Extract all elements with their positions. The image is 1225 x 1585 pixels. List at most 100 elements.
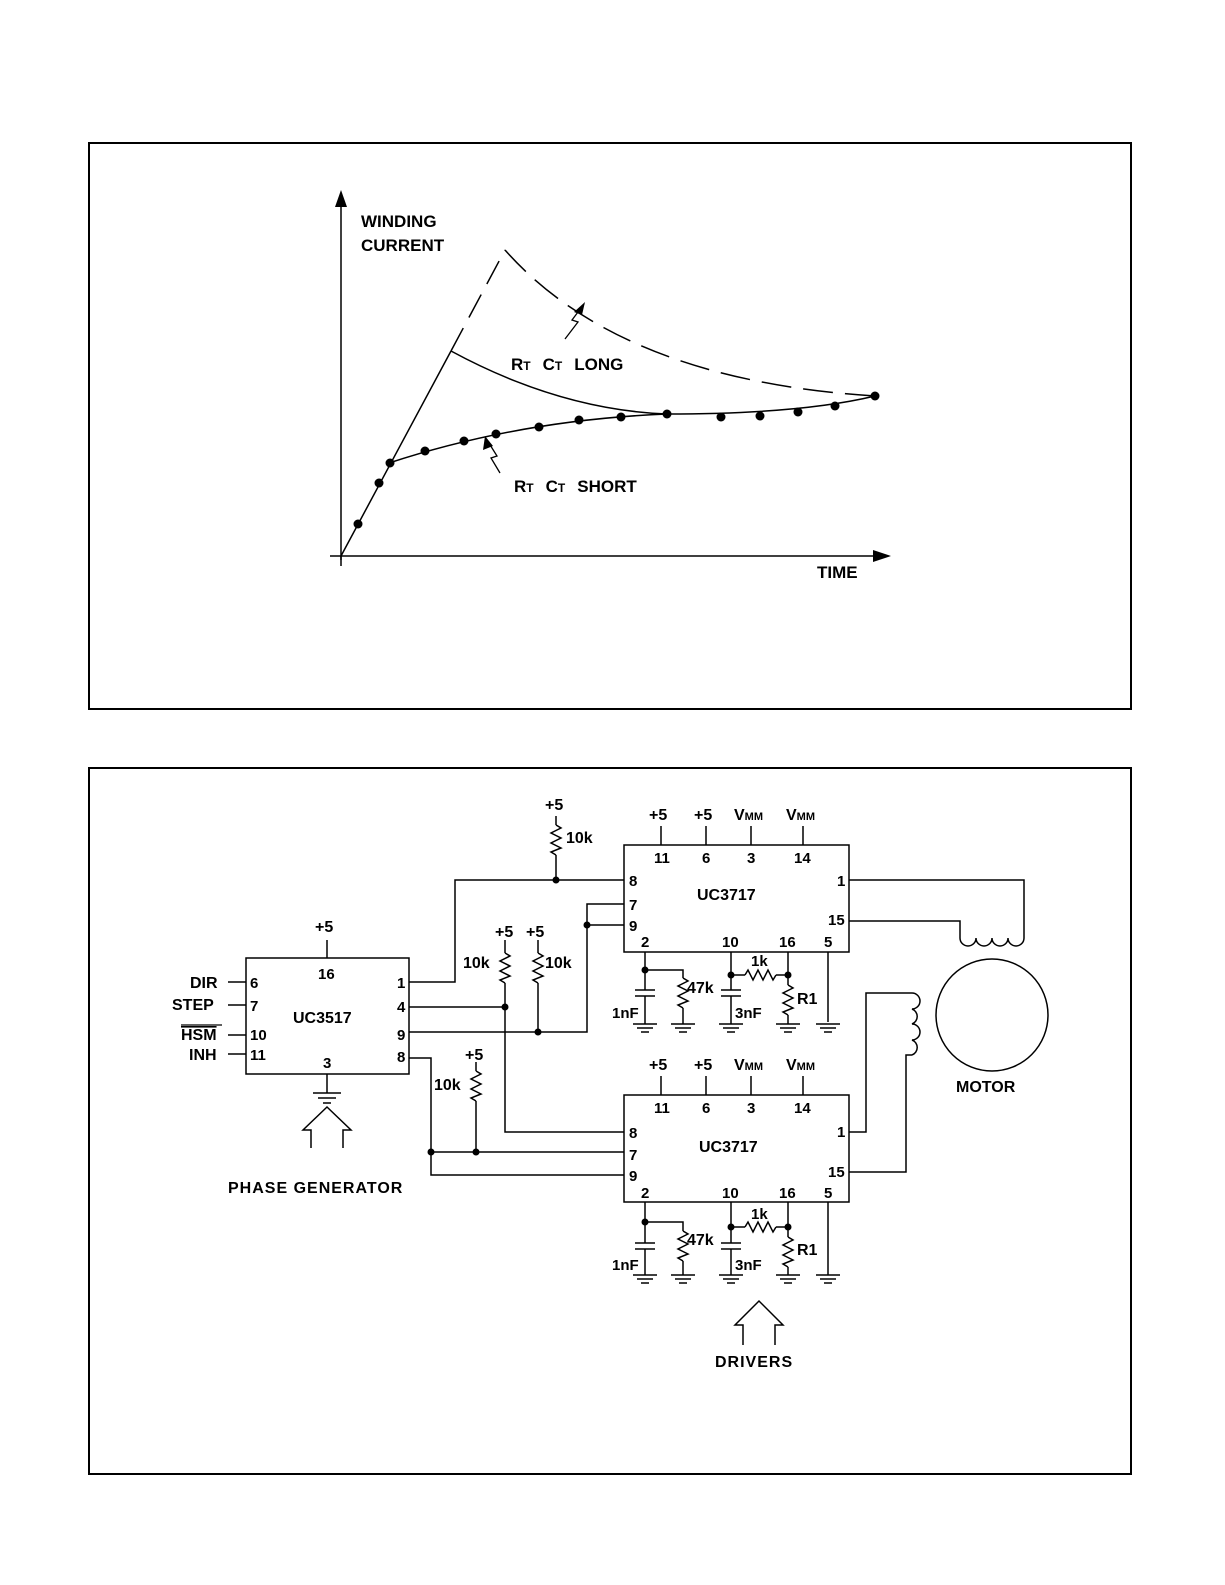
driver-bottom-c2: 3nF [735,1257,762,1274]
driver-top-supply-1: +5 [649,807,667,824]
driver-top-chip-label: UC3717 [697,887,756,904]
uc3517-pin-1: 1 [397,975,405,992]
driver-top-pin-7: 7 [629,897,637,914]
uc3517-pin-6: 6 [250,975,258,992]
short-curve-points [354,392,880,529]
driver-bottom-supply-4: VMM [786,1057,815,1074]
junction-dots [428,877,591,1156]
uc3517-pin-7: 7 [250,998,258,1015]
wiring [409,816,624,1175]
step-label: STEP [172,997,214,1014]
driver-bottom-pin-14: 14 [794,1100,811,1117]
ground-icon [313,1093,341,1103]
pullup-low-supply: +5 [465,1047,483,1064]
driver-top-grounds [633,1024,840,1032]
driver-bottom-pin-2: 2 [641,1185,649,1202]
driver-bottom-pin-5: 5 [824,1185,832,1202]
driver-top-pin-9: 9 [629,918,637,935]
driver-top-r1k: 1k [751,953,768,970]
schematic-frame [89,768,1131,1474]
driver-top-supply-2: +5 [694,807,712,824]
uc3517-pin-9: 9 [397,1027,405,1044]
driver-top-pin-16: 16 [779,934,796,951]
driver-top: UC3717 +5 +5 VMM VMM 11 6 3 14 8 7 9 1 1… [612,807,849,1032]
uc3517-pin-11: 11 [250,1047,266,1064]
graph-frame [89,143,1131,709]
driver-top-supply-3: VMM [734,807,763,824]
x-axis-label: TIME [817,563,858,582]
driver-top-pin-10: 10 [722,934,739,951]
uc3517-pin-3: 3 [323,1055,331,1072]
driver-top-pin-11: 11 [654,850,670,867]
driver-bottom-pin-6: 6 [702,1100,710,1117]
drivers-arrow-icon [735,1301,783,1345]
motor-label: MOTOR [956,1079,1016,1096]
long-decay-curve [505,250,875,396]
driver-bottom-pin-16: 16 [779,1185,796,1202]
pullup-top-value: 10k [566,830,593,847]
uc3517-pin-10: 10 [250,1027,267,1044]
dir-label: DIR [190,975,218,992]
motor-icon [936,959,1048,1071]
driver-bottom-pin-3: 3 [747,1100,755,1117]
pullup-mid-value-a: 10k [463,955,490,972]
driver-bottom: UC3717 +5 +5 VMM VMM 11 6 3 14 8 7 9 1 1… [612,1057,849,1371]
driver-top-r47k: 47k [687,980,714,997]
phase-generator-caption: PHASE GENERATOR [228,1180,403,1197]
driver-bottom-rsense: R1 [797,1242,818,1259]
pullup-mid-supply-b: +5 [526,924,544,941]
phase-generator: UC3517 +5 16 3 DIR STEP HSM INH 6 7 [172,919,409,1197]
hsm-label: HSM [181,1027,217,1044]
driver-top-pin-5: 5 [824,934,832,951]
driver-bottom-r47k: 47k [687,1232,714,1249]
short-leader-arrow-icon [483,436,500,473]
phase-generator-arrow-icon [303,1107,351,1148]
uc3517-pin-8: 8 [397,1049,405,1066]
driver-top-pin-3: 3 [747,850,755,867]
driver-top-c2: 3nF [735,1005,762,1022]
driver-top-pin-15: 15 [828,912,845,929]
driver-bottom-chip-label: UC3717 [699,1139,758,1156]
driver-top-pin-6: 6 [702,850,710,867]
driver-bottom-supply-1: +5 [649,1057,667,1074]
pullup-top-supply: +5 [545,797,563,814]
driver-bottom-pin-11: 11 [654,1100,670,1117]
driver-top-pin-1: 1 [837,873,845,890]
drivers-caption: DRIVERS [715,1354,793,1371]
uc3517-pin-4: 4 [397,999,406,1016]
driver-bottom-c1: 1nF [612,1257,639,1274]
driver-top-supply-4: VMM [786,807,815,824]
driver-bottom-supply-2: +5 [694,1057,712,1074]
driver-bottom-pin-9: 9 [629,1168,637,1185]
driver-bottom-pin-15: 15 [828,1164,845,1181]
x-axis-arrow-icon [873,550,891,562]
long-rise-dashed [451,250,505,351]
y-axis-label-line2: CURRENT [361,236,445,255]
uc3517-pin-16: 16 [318,966,335,983]
driver-top-c1: 1nF [612,1005,639,1022]
driver-top-pin-8: 8 [629,873,637,890]
driver-bottom-grounds [633,1275,840,1283]
long-leader-arrow-icon [565,302,585,339]
driver-bottom-pin-7: 7 [629,1147,637,1164]
short-curve [389,396,875,463]
y-axis-arrow-icon [335,190,347,207]
driver-top-pin-2: 2 [641,934,649,951]
driver-bottom-pin-8: 8 [629,1125,637,1142]
graph-figure: WINDING CURRENT TIME [89,143,1131,709]
driver-bottom-supply-3: VMM [734,1057,763,1074]
pullup-mid-value-b: 10k [545,955,572,972]
driver-top-pin-14: 14 [794,850,811,867]
y-axis-label-line1: WINDING [361,212,437,231]
driver-bottom-pin-10: 10 [722,1185,739,1202]
driver-bottom-r1k: 1k [751,1206,768,1223]
pullup-mid-supply-a: +5 [495,924,513,941]
uc3517-supply-label: +5 [315,919,333,936]
pullup-low-value: 10k [434,1077,461,1094]
driver-top-rsense: R1 [797,991,818,1008]
schematic-figure: UC3517 +5 16 3 DIR STEP HSM INH 6 7 [89,768,1131,1474]
motor-assembly: MOTOR [849,880,1048,1172]
